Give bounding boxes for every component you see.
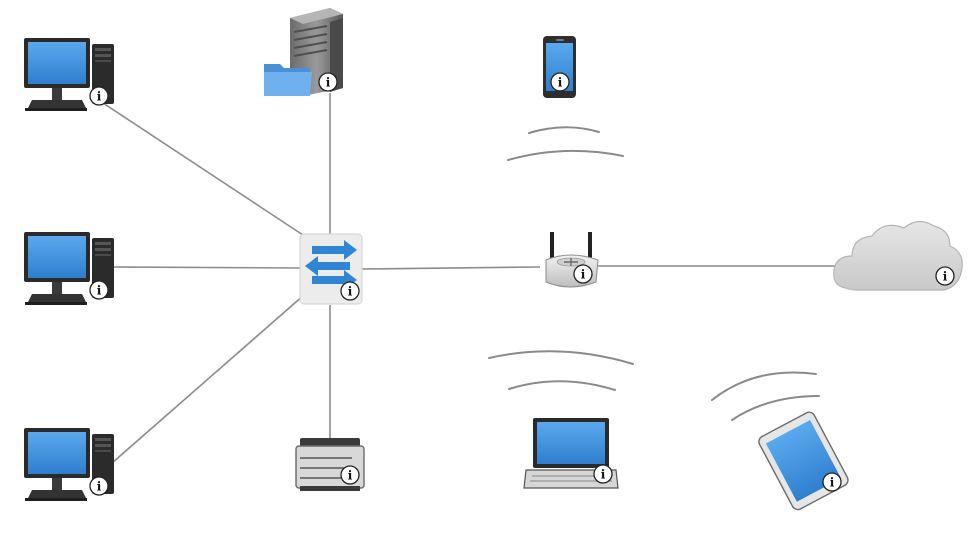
info-icon[interactable] (89, 476, 109, 496)
info-icon[interactable] (340, 281, 360, 301)
tablet[interactable] (757, 410, 850, 512)
pc-top[interactable] (24, 38, 114, 111)
info-icon[interactable] (550, 72, 570, 92)
smartphone[interactable] (543, 36, 576, 98)
cloud-icon (833, 220, 963, 291)
wireless-signal-laptop (488, 350, 634, 391)
info-icon[interactable] (935, 266, 955, 286)
laptop-icon (523, 418, 619, 489)
link-pc-bottom-switch (111, 294, 305, 464)
info-icon[interactable] (89, 280, 109, 300)
link-switch-router (361, 266, 541, 270)
file-server[interactable] (264, 8, 343, 96)
pc-bottom[interactable] (24, 428, 114, 501)
network-switch[interactable] (299, 233, 363, 305)
info-icon[interactable] (340, 465, 360, 485)
links (102, 93, 840, 464)
internet-cloud[interactable] (833, 220, 963, 291)
wireless-router[interactable] (545, 232, 599, 288)
wireless-signal-tablet (711, 371, 820, 421)
wireless-signal-phone (507, 126, 624, 161)
laptop[interactable] (523, 418, 619, 489)
info-icon[interactable] (89, 86, 109, 106)
link-pc-middle-switch (112, 266, 301, 269)
info-icon[interactable] (593, 464, 613, 484)
info-icon[interactable] (822, 472, 842, 492)
info-icon[interactable] (318, 72, 338, 92)
tablet-icon (758, 411, 849, 511)
printer[interactable] (295, 438, 365, 491)
info-icon[interactable] (573, 264, 593, 284)
link-pc-top-switch (102, 102, 307, 238)
pc-middle[interactable] (24, 232, 114, 305)
